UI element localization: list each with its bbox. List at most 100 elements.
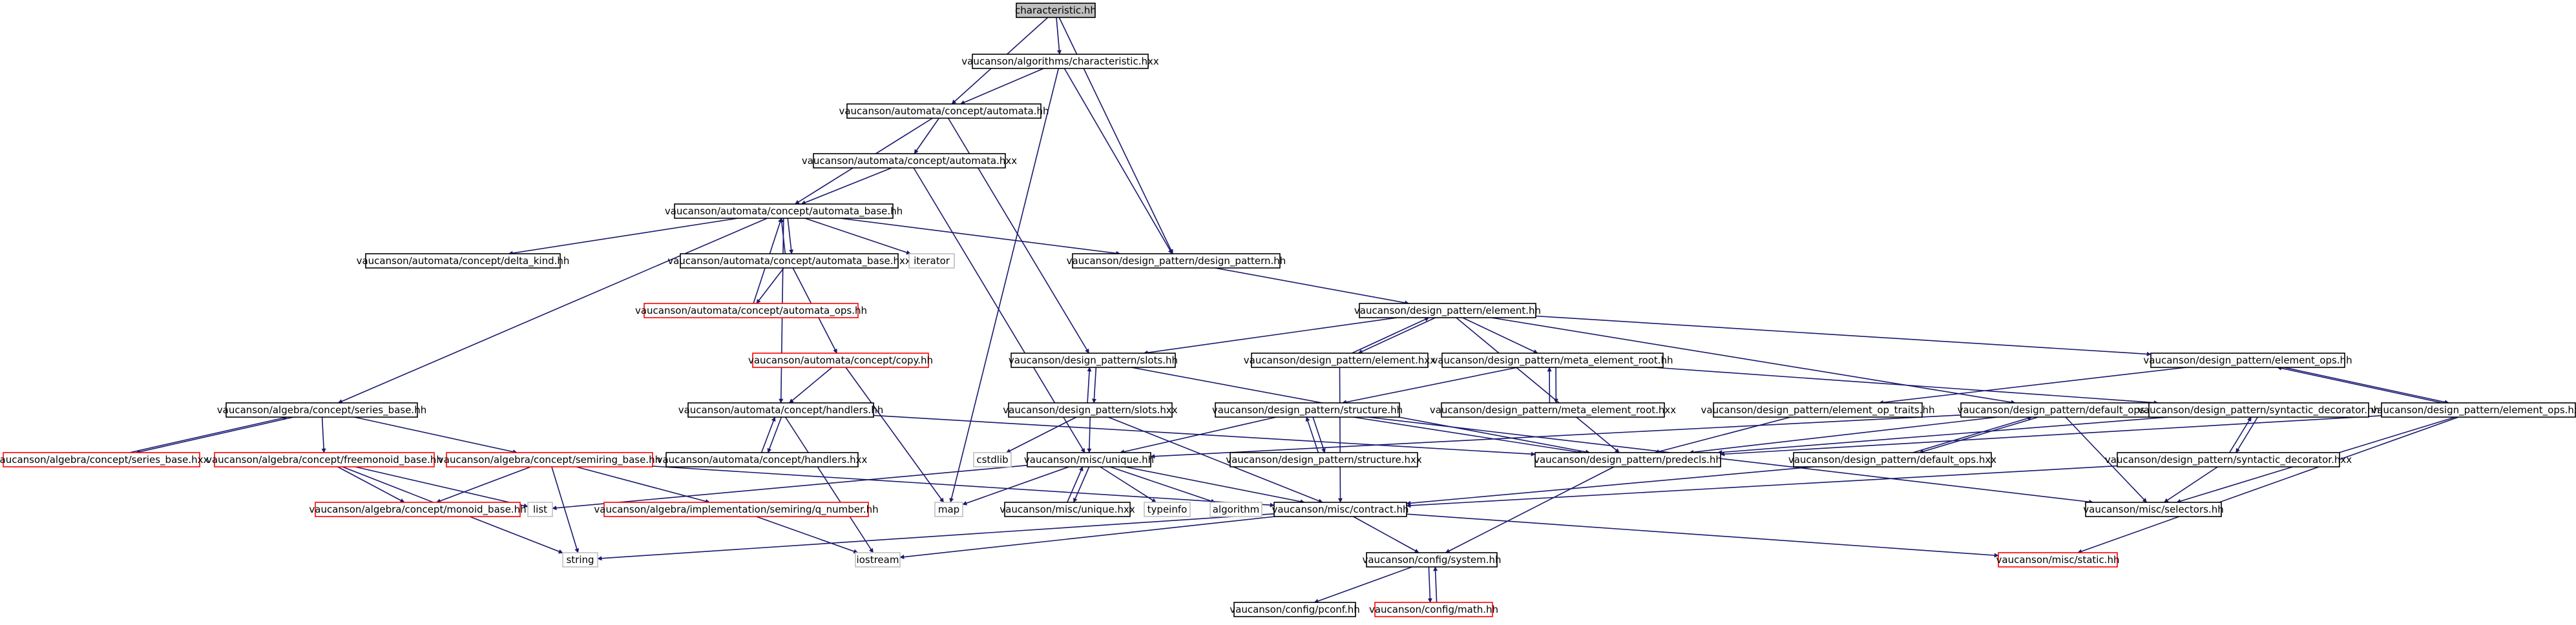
edge-handlers_hh-to-iostream <box>784 416 874 553</box>
node-math-hh[interactable]: vaucanson/config/math.hh <box>1369 602 1498 617</box>
edge-default_ops_hxx-to-contract_hh <box>1406 466 1814 506</box>
node-element-hxx[interactable]: vaucanson/design_pattern/element.hxx <box>1244 353 1436 368</box>
node-delta-kind-hh[interactable]: vaucanson/automata/concept/delta_kind.hh <box>357 253 570 269</box>
node-freemonoid-base-hh[interactable]: vaucanson/algebra/concept/freemonoid_bas… <box>206 452 443 467</box>
node-syntactic-decorator-hh[interactable]: vaucanson/design_pattern/syntactic_decor… <box>2138 402 2380 418</box>
node-box <box>1027 452 1151 467</box>
node-slots-hh[interactable]: vaucanson/design_pattern/slots.hh <box>1009 353 1178 368</box>
node-box <box>562 552 598 568</box>
edge-alg_characteristic_hxx-to-automata_hh <box>960 68 1044 105</box>
edge-structure_hh-to-predecls_hh <box>1353 416 1583 455</box>
node-automata-base-hh[interactable]: vaucanson/automata/concept/automata_base… <box>665 203 903 219</box>
node-label: vaucanson/algebra/concept/series_base.hh <box>217 404 426 416</box>
edge-slots_hxx-to-slots_hh <box>1087 367 1092 404</box>
node-unique-hh[interactable]: vaucanson/misc/unique.hh <box>1024 452 1154 467</box>
node-pconf-hh[interactable]: vaucanson/config/pconf.hh <box>1230 602 1360 617</box>
node-label: iostream <box>857 554 899 566</box>
node-map[interactable]: map <box>934 502 963 517</box>
edge-system_hh-to-pconf_hh <box>1314 566 1412 604</box>
node-structure-hh[interactable]: vaucanson/design_pattern/structure.hh <box>1212 402 1403 418</box>
node-label: vaucanson/algorithms/characteristic.hxx <box>961 56 1159 67</box>
node-copy-hh[interactable]: vaucanson/automata/concept/copy.hh <box>748 353 933 368</box>
node-alg-characteristic-hxx[interactable]: vaucanson/algorithms/characteristic.hxx <box>961 54 1159 69</box>
node-automata-hxx[interactable]: vaucanson/automata/concept/automata.hxx <box>802 153 1017 169</box>
node-label: algorithm <box>1213 504 1259 515</box>
node-algorithm[interactable]: algorithm <box>1209 502 1262 517</box>
node-box <box>687 402 874 418</box>
node-label: vaucanson/misc/static.hh <box>1996 554 2120 566</box>
node-slots-hxx[interactable]: vaucanson/design_pattern/slots.hxx <box>1003 402 1178 418</box>
node-list[interactable]: list <box>527 502 553 517</box>
node-design-pattern-hh[interactable]: vaucanson/design_pattern/design_pattern.… <box>1067 253 1286 269</box>
node-label: iterator <box>914 255 950 267</box>
node-q-number-hh[interactable]: vaucanson/algebra/implementation/semirin… <box>594 502 879 517</box>
node-characteristic-hh[interactable]: characteristic.hh <box>1015 3 1096 18</box>
node-series-base-hh[interactable]: vaucanson/algebra/concept/series_base.hh <box>217 402 426 418</box>
node-handlers-hxx[interactable]: vaucanson/automata/concept/handlers.hxx <box>657 452 868 467</box>
edge-semiring_base_hh-to-string <box>551 466 580 553</box>
node-static-hh[interactable]: vaucanson/misc/static.hh <box>1996 552 2120 568</box>
node-box <box>908 253 955 269</box>
node-typeinfo[interactable]: typeinfo <box>1144 502 1191 517</box>
node-series-base-hxx[interactable]: vaucanson/algebra/concept/series_base.hx… <box>0 452 209 467</box>
edge-syntactic_decorator_hxx-to-selectors_hh <box>2164 466 2218 503</box>
node-cstdlib[interactable]: cstdlib <box>973 452 1012 467</box>
node-label: vaucanson/design_pattern/meta_element_ro… <box>1430 404 1676 416</box>
node-element-ops-hxx[interactable]: vaucanson/design_pattern/element_ops.hxx <box>2371 402 2576 418</box>
node-unique-hxx[interactable]: vaucanson/misc/unique.hxx <box>1000 502 1135 517</box>
node-predecls-hh[interactable]: vaucanson/design_pattern/predecls.hh <box>1534 452 1722 467</box>
node-box <box>214 452 435 467</box>
node-semiring-base-hh[interactable]: vaucanson/algebra/concept/semiring_base.… <box>438 452 661 467</box>
node-box <box>1215 402 1400 418</box>
node-box <box>1004 502 1131 517</box>
edge-element_hh-to-meta_element_root_hh <box>1462 317 1538 354</box>
node-label: vaucanson/design_pattern/meta_element_ro… <box>1432 354 1673 367</box>
node-system-hh[interactable]: vaucanson/config/system.hh <box>1362 552 1502 568</box>
node-element-op-traits-hh[interactable]: vaucanson/design_pattern/element_op_trai… <box>1701 402 1935 418</box>
node-monoid-base-hh[interactable]: vaucanson/algebra/concept/monoid_base.hh <box>309 502 527 517</box>
edge-characteristic_hh-to-design_pattern_hh <box>1058 17 1173 254</box>
edge-element_ops_hxx-to-static_hh <box>2077 416 2459 554</box>
edge-default_ops_hxx-to-default_ops_hh <box>1912 416 2033 453</box>
node-box <box>2085 502 2222 517</box>
node-string[interactable]: string <box>562 552 598 568</box>
node-automata-hh[interactable]: vaucanson/automata/concept/automata.hh <box>839 103 1049 119</box>
node-handlers-hh[interactable]: vaucanson/automata/concept/handlers.hh <box>678 402 884 418</box>
node-iostream[interactable]: iostream <box>855 552 901 568</box>
node-default-ops-hxx[interactable]: vaucanson/design_pattern/default_ops.hxx <box>1788 452 1996 467</box>
node-automata-base-hxx[interactable]: vaucanson/automata/concept/automata_base… <box>667 253 911 269</box>
edge-copy_hh-to-handlers_hh <box>789 367 833 404</box>
node-meta-element-root-hh[interactable]: vaucanson/design_pattern/meta_element_ro… <box>1432 353 1673 368</box>
edge-element_ops_hh-to-element_ops_hxx <box>2283 367 2449 405</box>
edge-q_number_hh-to-iostream <box>756 516 859 554</box>
edge-series_base_hh-to-semiring_base_hh <box>354 416 518 455</box>
node-default-ops-hh[interactable]: vaucanson/design_pattern/default_ops.hh <box>1957 402 2161 418</box>
node-box <box>2117 452 2340 467</box>
node-box <box>674 203 894 219</box>
node-selectors-hh[interactable]: vaucanson/misc/selectors.hh <box>2083 502 2224 517</box>
edge-automata_hxx-to-automata_base_hh <box>801 167 892 205</box>
node-label: typeinfo <box>1147 504 1188 515</box>
edge-automata_base_hxx-to-automata_ops_hh <box>756 267 784 304</box>
node-label: list <box>533 504 547 515</box>
edge-slots_hxx-to-unique_hh <box>1087 416 1092 453</box>
edge-structure_hh-to-selectors_hh <box>1367 416 2094 504</box>
node-box <box>680 253 899 269</box>
node-element-ops-hh[interactable]: vaucanson/design_pattern/element_ops.hh <box>2143 353 2352 368</box>
edge-default_ops_hh-to-predecls_hh <box>1689 416 1998 455</box>
edge-handlers_hh-to-predecls_hh <box>873 415 1536 456</box>
node-label: vaucanson/algebra/concept/semiring_base.… <box>438 454 661 466</box>
edge-element_hxx-to-element_hh <box>1352 317 1430 354</box>
node-element-hh[interactable]: vaucanson/design_pattern/element.hh <box>1354 303 1541 318</box>
node-meta-element-root-hxx[interactable]: vaucanson/design_pattern/meta_element_ro… <box>1430 402 1676 418</box>
edge-meta_element_root_hh-to-structure_hh <box>1342 367 1518 405</box>
node-structure-hxx[interactable]: vaucanson/design_pattern/structure.hxx <box>1226 452 1422 467</box>
node-contract-hh[interactable]: vaucanson/misc/contract.hh <box>1272 502 1409 517</box>
node-automata-ops-hh[interactable]: vaucanson/automata/concept/automata_ops.… <box>635 303 867 318</box>
edge-element_hh-to-element_hxx <box>1357 317 1436 354</box>
node-syntactic-decorator-hxx[interactable]: vaucanson/design_pattern/syntactic_decor… <box>2105 452 2352 467</box>
node-iterator[interactable]: iterator <box>908 253 955 269</box>
node-label: vaucanson/design_pattern/structure.hh <box>1212 404 1403 416</box>
node-box <box>1233 602 1356 617</box>
